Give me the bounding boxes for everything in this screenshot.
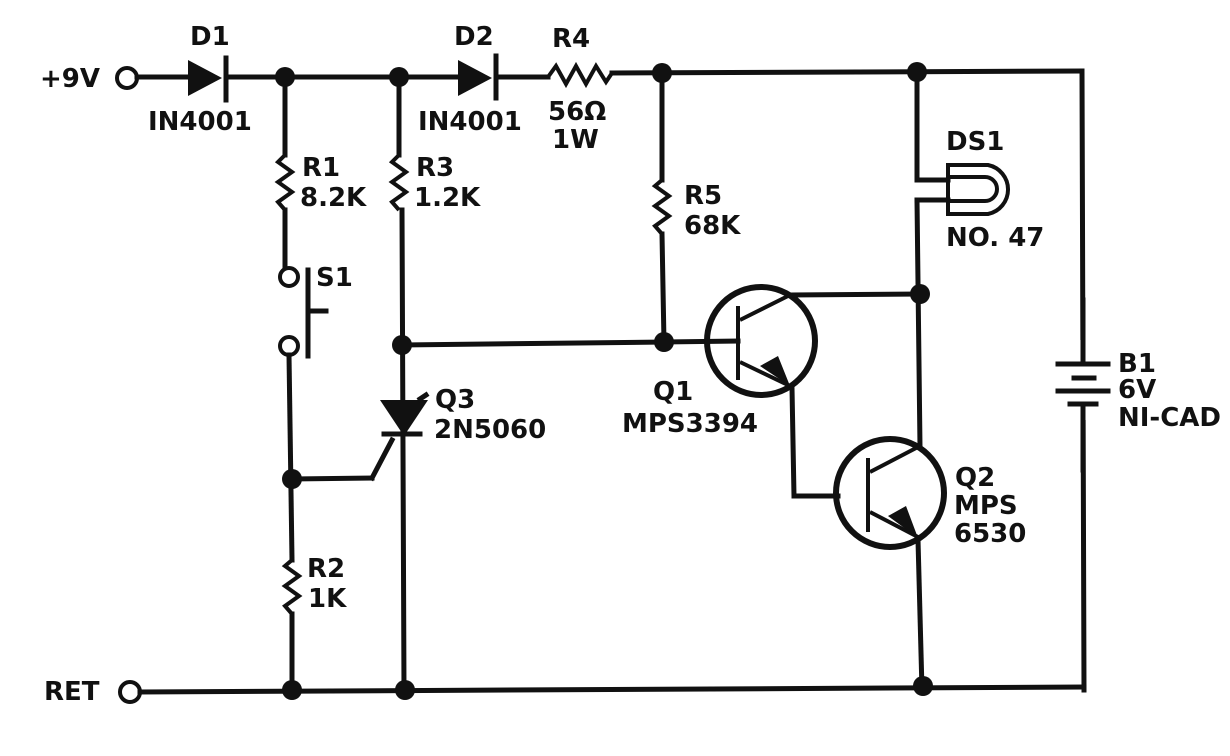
resistor-r3-value: 1.2K [414,183,481,213]
junction-dot [907,62,927,82]
diode-d2-ref: D2 [454,22,494,52]
resistor-r5-zigzag [651,178,673,236]
transistor-q2-value-line1: MPS [954,491,1018,521]
diode-d2: D2 IN4001 [418,22,522,137]
lamp-ds1: DS1 NO. 47 [914,69,1044,450]
switch-s1-contact-top [278,266,300,288]
junction-dot [652,63,672,83]
junction-dot [913,676,933,696]
battery-b1-chemistry: NI-CAD [1118,403,1221,433]
switch-s1-contact-bottom [278,335,300,357]
terminal-ret-label: RET [44,677,100,707]
lamp-ds1-value: NO. 47 [946,223,1044,253]
battery-b1-value: 6V [1118,375,1156,405]
junction-dot [389,67,409,87]
resistor-r3-zigzag [388,153,410,212]
transistor-q2-emitter-arrow [888,506,918,538]
junction-dot [654,332,674,352]
resistor-r2-zigzag [281,558,303,616]
resistor-r4-value: 56Ω [548,97,606,127]
diode-d1-triangle [188,60,222,96]
transistor-q1-value: MPS3394 [622,409,758,439]
scr-q3-triangle [380,400,428,436]
junction-dot [282,680,302,700]
diode-d1: D1 IN4001 [148,22,252,137]
resistor-r4-rating: 1W [552,125,599,155]
junction-dot [282,469,302,489]
diode-d2-triangle [458,60,492,96]
terminal-vin-circle [115,66,139,90]
junction-dot [395,680,415,700]
transistor-q1: Q1 MPS3394 [622,284,923,499]
resistor-r2-value: 1K [308,584,347,614]
resistor-r1-ref: R1 [302,153,340,183]
terminal-ret-circle [118,680,142,704]
r3-q3-branch: R3 1.2K Q3 2N5060 [380,74,667,693]
diode-d2-value: IN4001 [418,107,522,137]
resistor-r5-ref: R5 [684,181,722,211]
lamp-ds1-envelope [946,163,1010,216]
resistor-r1-value: 8.2K [300,183,367,213]
bottom-rail-wires [137,684,1087,695]
junction-dot [275,67,295,87]
scr-q3-value: 2N5060 [434,415,546,445]
transistor-q2-value-line2: 6530 [954,519,1026,549]
scr-q3-ref: Q3 [435,385,475,415]
resistor-r2-ref: R2 [307,554,345,584]
resistor-r5: R5 68K [651,70,741,345]
resistor-r4-zigzag [546,61,614,89]
transistor-q2-ref: Q2 [955,463,995,493]
resistor-r4-ref: R4 [552,24,590,54]
transistor-q1-circle [704,284,818,398]
battery-b1-ref: B1 [1118,349,1156,379]
terminal-ret: RET [44,677,142,707]
resistor-r4: R4 56Ω 1W [546,24,614,155]
junction-dot [392,335,412,355]
diode-d1-ref: D1 [190,22,230,52]
terminal-vin: +9V [40,64,139,94]
transistor-q2-circle [833,436,947,550]
lamp-ds1-ref: DS1 [946,127,1004,157]
transistor-q1-ref: Q1 [653,377,693,407]
resistor-r3-ref: R3 [416,153,454,183]
terminal-vin-label: +9V [40,64,100,94]
lamp-ds1-filament [950,175,999,203]
resistor-r5-value: 68K [684,211,741,241]
switch-s1-ref: S1 [316,263,353,293]
r1-s1-r2-branch: R1 8.2K S1 R2 1K [274,74,396,693]
transistor-q1-emitter-arrow [760,356,790,386]
diode-d1-value: IN4001 [148,107,252,137]
battery-b1: B1 6V NI-CAD [1055,297,1221,473]
junction-dot [910,284,930,304]
resistor-r1-zigzag [274,153,296,212]
junction-dots [275,62,933,700]
transistor-q2: Q2 MPS 6530 [833,436,1026,693]
